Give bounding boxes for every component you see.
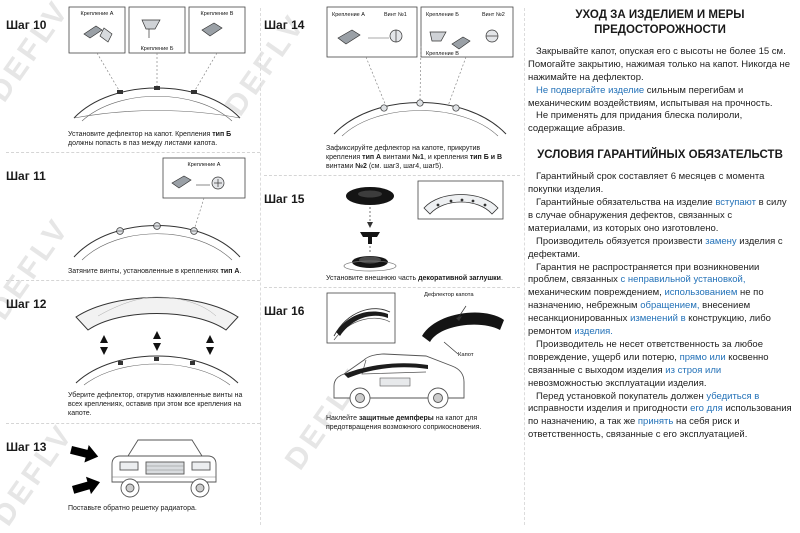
hood-clips-diagram: Крепление А Крепление Б Крепление В [68, 6, 246, 122]
step-title: Шаг 11 [6, 169, 46, 184]
step-15: Шаг 15 [264, 180, 520, 283]
warranty-section-title: УСЛОВИЯ ГАРАНТИЙНЫХ ОБЯЗАТЕЛЬСТВ [537, 149, 783, 162]
step-12-figure [68, 285, 246, 389]
column-steps-left: Шаг 10 Крепление А Крепление Б Крепление… [6, 6, 260, 513]
step-13-figure [68, 428, 246, 502]
column-divider [524, 8, 525, 525]
step-divider [6, 422, 260, 424]
fix-deflector-diagram: Крепление А Винт №1 Крепление Б Креплени… [326, 6, 514, 137]
figure-label: Крепление А [81, 11, 114, 17]
step-12: Шаг 12 [6, 285, 260, 418]
step-10-figure: Крепление А Крепление Б Крепление В [68, 6, 246, 128]
step-16: Шаг 16 [264, 292, 520, 432]
step-11-figure: Крепление А [68, 157, 246, 265]
care-paragraph: Закрывайте капот, опуская его с высоты н… [528, 45, 791, 83]
step-10: Шаг 10 Крепление А Крепление Б Крепление… [6, 6, 260, 148]
step-caption: Затяните винты, установленные в креплени… [68, 268, 242, 276]
step-title: Шаг 13 [6, 439, 47, 454]
warranty-paragraph: Гарантийный срок составляет 6 месяцев с … [528, 171, 765, 196]
figure-label: Крепление В [201, 11, 234, 17]
step-content: Дефлектор капота Капот Наклейте защитные… [326, 292, 520, 432]
care-section-title: УХОД ЗА ИЗДЕЛИЕМ И МЕРЫ ПРЕДОСТОРОЖНОСТИ [575, 9, 745, 36]
step-caption: Уберите дефлектор, открутив наживленные … [68, 392, 243, 418]
step-divider [6, 280, 260, 282]
figure-label: Крепление В [426, 51, 459, 57]
figure-label: Винт №1 [384, 12, 407, 18]
remove-deflector-diagram [75, 297, 239, 386]
step-content: Установите внешнюю часть декоративной за… [326, 180, 520, 283]
step-caption: Установите дефлектор на капот. Крепления… [68, 131, 232, 148]
step-title: Шаг 12 [6, 297, 47, 312]
step-divider [264, 287, 520, 289]
decorative-plug-diagram [343, 180, 504, 272]
column-divider [260, 8, 261, 525]
figure-label: Винт №2 [482, 12, 505, 18]
column-steps-right: Шаг 14 Крепление А Винт №1 Крепление Б К… [264, 6, 520, 433]
step-caption: Наклейте защитные демпферы на капот для … [326, 415, 482, 432]
step-13: Шаг 13 [6, 428, 260, 513]
step-content: Уберите дефлектор, открутив наживленные … [68, 285, 260, 418]
step-15-figure [326, 180, 504, 272]
figure-label: Крепление Б [141, 46, 174, 52]
step-content: Крепление А [68, 157, 260, 276]
step-title: Шаг 10 [6, 18, 47, 32]
figure-label: Крепление А [332, 12, 365, 18]
step-title: Шаг 14 [264, 18, 305, 32]
step-caption: Установите внешнюю часть декоративной за… [326, 275, 503, 283]
step-divider [264, 175, 520, 177]
step-11: Шаг 11 Крепление А [6, 157, 260, 276]
arrow-icon [72, 476, 101, 494]
warranty-paragraph: Гарантия не распространяется при возникн… [528, 261, 771, 338]
warranty-paragraph: Гарантийные обязательства на изделие вст… [528, 196, 787, 234]
figure-label: Крепление Б [426, 12, 459, 18]
warranty-paragraph: Производитель не несет ответственность з… [528, 338, 769, 389]
figure-label: Крепление А [188, 162, 221, 168]
arrow-icon [70, 444, 99, 463]
dampers-diagram [326, 292, 504, 409]
step-divider [6, 152, 260, 154]
warranty-paragraph: Перед установкой покупатель должен убеди… [528, 390, 792, 441]
step-content: Крепление А Крепление Б Крепление В [68, 6, 260, 148]
step-title: Шаг 15 [264, 192, 305, 207]
care-paragraph: Не подвергайте изделие сильным перегибам… [528, 84, 773, 109]
warranty-paragraph: Производитель обязуется произвести замен… [528, 235, 783, 260]
step-14-figure: Крепление А Винт №1 Крепление Б Креплени… [326, 6, 514, 142]
figure-label: Капот [458, 352, 474, 359]
step-content: Крепление А Винт №1 Крепление Б Креплени… [326, 6, 520, 171]
step-content: Поставьте обратно решетку радиатора. [68, 428, 260, 513]
step-16-figure: Дефлектор капота Капот [326, 292, 514, 412]
radiator-grille-diagram [70, 439, 217, 498]
tighten-screws-diagram: Крепление А [73, 157, 246, 261]
step-title: Шаг 16 [264, 304, 305, 319]
column-text: УХОД ЗА ИЗДЕЛИЕМ И МЕРЫ ПРЕДОСТОРОЖНОСТИ… [528, 8, 792, 442]
figure-label: Дефлектор капота [424, 292, 474, 299]
step-14: Шаг 14 Крепление А Винт №1 Крепление Б К… [264, 6, 520, 171]
care-paragraph: Не применять для придания блеска полирол… [528, 110, 743, 135]
step-caption: Поставьте обратно решетку радиатора. [68, 504, 197, 512]
step-caption: Зафиксируйте дефлектор на капоте, прикру… [326, 145, 503, 171]
